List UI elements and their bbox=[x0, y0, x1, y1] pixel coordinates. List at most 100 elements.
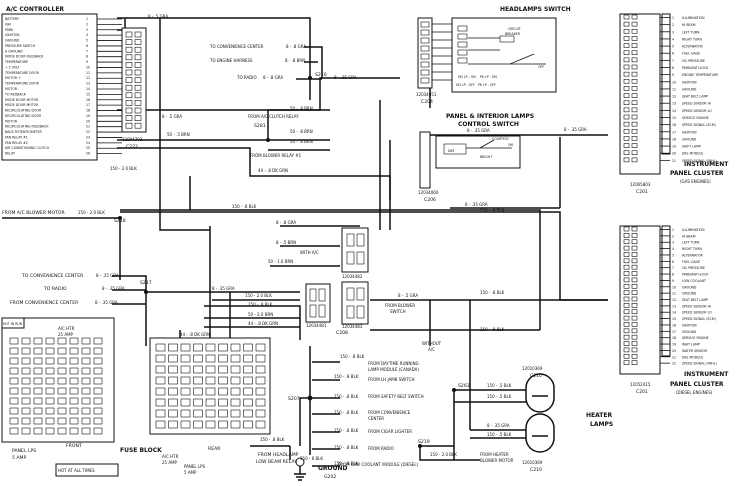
hs-cavity bbox=[420, 69, 430, 76]
hs-cavity bbox=[420, 61, 430, 68]
fuse-slot bbox=[69, 377, 79, 385]
fuse-slot bbox=[81, 377, 91, 385]
pl-label-on: ON bbox=[508, 143, 514, 147]
ac-plug-cavity bbox=[134, 122, 142, 129]
cluster-pin-label: SEAT BELT LAMP bbox=[682, 95, 708, 99]
fuse-slot bbox=[45, 347, 55, 355]
cluster-cavity bbox=[631, 328, 638, 334]
fuse-terminal bbox=[168, 387, 178, 396]
fuse-slot bbox=[45, 377, 55, 385]
fuse-slot bbox=[81, 367, 91, 375]
ac-pin-number: 6 bbox=[86, 44, 88, 48]
cluster-pin-number: 4 bbox=[672, 37, 674, 41]
ac-plug-cavity bbox=[125, 100, 133, 106]
hs-cavity bbox=[420, 77, 430, 84]
ac-pin-number: 3 bbox=[86, 28, 88, 32]
fuse-slot bbox=[69, 427, 79, 435]
cluster-cavity bbox=[623, 28, 630, 34]
fuse-terminal bbox=[230, 420, 241, 429]
label-s217: S217 bbox=[140, 280, 152, 286]
label-conv-w3: 8 - .35 GRA bbox=[95, 300, 118, 305]
fuse-terminal bbox=[230, 365, 241, 374]
ac-pin-label: A GROUND bbox=[5, 49, 23, 53]
ac-pin-number: 23 bbox=[86, 135, 90, 139]
label-fr-ac-blower: FROM A/C BLOWER MOTOR bbox=[2, 210, 65, 216]
cluster-pin-label: WATER SENSOR bbox=[682, 349, 708, 353]
fuse-slot bbox=[21, 417, 31, 425]
cluster-pin-label: DRL MODULE bbox=[682, 355, 703, 359]
cluster-cavity bbox=[623, 114, 630, 120]
fuse-terminal bbox=[168, 398, 178, 407]
fuse-terminal bbox=[193, 387, 203, 396]
label-w-8-35-gra-r2: 8 - .35 GRA bbox=[564, 127, 587, 132]
fuse-terminal bbox=[180, 387, 191, 396]
cluster-pin-label: LEFT TURN bbox=[682, 241, 700, 245]
fuse-terminal bbox=[218, 420, 228, 429]
fuse-slot bbox=[69, 347, 79, 355]
cluster-pin-label: GROUND bbox=[682, 292, 697, 296]
heater-lamps-title-1: HEATER bbox=[586, 412, 612, 419]
fuse-slot bbox=[9, 377, 19, 385]
fuse-terminal bbox=[230, 398, 241, 407]
cluster-pin-label: SPEED SENSOR LO bbox=[682, 109, 712, 113]
label-c208: C208 bbox=[336, 330, 348, 336]
label-c12034481: 12034481 bbox=[306, 323, 327, 328]
hs-label-circuit: CIRCUIT bbox=[508, 27, 521, 31]
cluster-pin-label: HI BEAM bbox=[682, 234, 696, 238]
cluster-pin-number: 14 bbox=[672, 311, 676, 315]
cluster-cavity bbox=[623, 290, 630, 295]
fuse-terminal bbox=[155, 398, 166, 407]
ac-pin-label: AIR CONDITIONING CLUTCH bbox=[5, 146, 50, 150]
label-w-44-8-dg: 44 - .8 DK GRN bbox=[258, 168, 288, 173]
hs-label-hd-off: HD LP - OFF bbox=[456, 83, 475, 87]
cluster-cavity bbox=[623, 245, 630, 251]
fuse-terminal bbox=[193, 343, 203, 352]
cluster-cavity bbox=[623, 157, 630, 163]
fuse-slot bbox=[57, 377, 67, 385]
fuse-slot bbox=[45, 427, 55, 435]
cluster-cavity bbox=[623, 50, 630, 56]
fuse-terminal bbox=[205, 387, 216, 396]
label-w-150-8-blk-c: 150 - .8 BLK bbox=[480, 290, 505, 295]
cluster-pin-label: SEAT BELT LAMP bbox=[682, 298, 708, 302]
cluster-cavity bbox=[631, 121, 638, 127]
ac-pin-label: BACK POTENTIOMETER bbox=[5, 130, 43, 134]
fuse-slot bbox=[45, 397, 55, 405]
cluster-cavity bbox=[631, 136, 638, 141]
cluster-pin-number: 15 bbox=[672, 116, 676, 120]
label-w-8-35-gra-c: 8 - .5 GRA bbox=[398, 293, 418, 298]
cluster-pin-number: 19 bbox=[672, 145, 676, 149]
label-switch-1: SWITCH bbox=[390, 309, 406, 314]
fuse-terminal bbox=[205, 365, 216, 374]
label-w-50-1-blk: 50 - 1.0 BRN bbox=[268, 259, 293, 264]
fuse-slot bbox=[9, 407, 19, 415]
fuse-terminal bbox=[168, 376, 178, 385]
cluster-pin-label: SHIFT LAMP bbox=[682, 145, 701, 149]
cluster-cavity bbox=[631, 21, 638, 27]
cluster-cavity bbox=[623, 309, 630, 315]
ac-pin-number: 25 bbox=[86, 146, 90, 150]
pl-label-courtesy: COURTESY bbox=[492, 137, 509, 141]
fuse-slot bbox=[9, 357, 19, 365]
fuse-terminal bbox=[243, 365, 253, 374]
cluster-gas-subtitle: (GAS ENGINES) bbox=[680, 179, 711, 184]
cluster-pin-number: 8 bbox=[672, 273, 674, 277]
hs-terminal bbox=[457, 25, 468, 32]
cluster-cavity bbox=[631, 43, 638, 48]
label-fr-blower: FROM BLOWER bbox=[385, 303, 415, 308]
cluster-cavity bbox=[631, 271, 638, 276]
ac-plug-cavity bbox=[134, 39, 142, 45]
cluster-pin-label: SPEED SIGNAL (ECM) bbox=[682, 123, 716, 127]
label-w-8-35-gra-h: 8 - .35 GRA bbox=[487, 423, 510, 428]
ac-plug-cavity bbox=[134, 107, 142, 114]
cluster-pin-label: DRL MODULE bbox=[682, 152, 703, 156]
cluster-pin-number: 18 bbox=[672, 336, 676, 340]
hs-cavity bbox=[420, 53, 430, 60]
ac-pin-label: RELAY bbox=[5, 152, 15, 156]
label-w-8-35-gra-f: 8 - .35 GRA bbox=[212, 286, 235, 291]
ground-label: GROUND bbox=[318, 465, 348, 472]
cluster-cavity bbox=[623, 296, 630, 302]
fuse-slot bbox=[81, 397, 91, 405]
cluster-diesel-title-1: INSTRUMENT bbox=[684, 371, 729, 378]
ac-pin-number: 19 bbox=[86, 114, 90, 118]
